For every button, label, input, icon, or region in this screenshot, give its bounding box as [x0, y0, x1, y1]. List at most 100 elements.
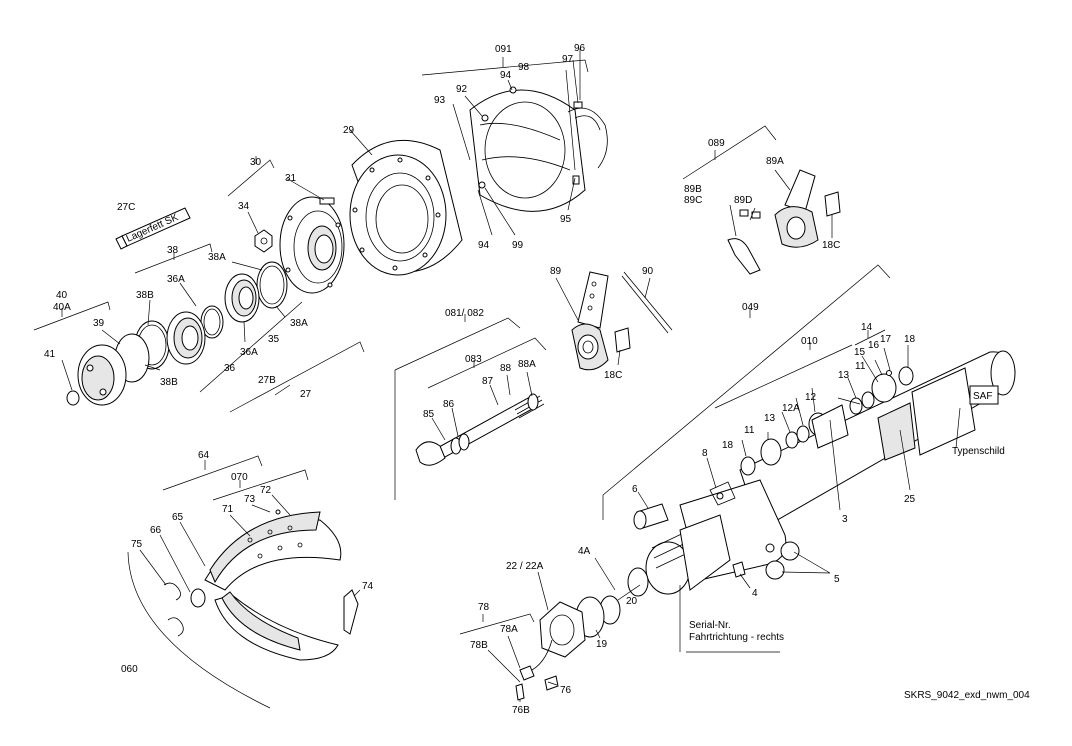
label-89B: 89B — [684, 184, 702, 195]
label-18-left: 18 — [722, 440, 734, 451]
label-96: 96 — [574, 43, 586, 54]
label-74: 74 — [362, 581, 374, 592]
part-drawings — [66, 86, 1016, 701]
label-90: 90 — [642, 266, 654, 277]
document-code: SKRS_9042_exd_nwm_004 — [904, 690, 1030, 701]
label-38B-top: 38B — [136, 290, 154, 301]
label-4: 4 — [752, 588, 758, 599]
label-40A: 40A — [53, 302, 71, 313]
label-18C-bottom: 18C — [604, 370, 622, 381]
label-86: 86 — [443, 399, 455, 410]
label-38A-top: 38A — [208, 252, 226, 263]
label-8: 8 — [702, 448, 708, 459]
label-5: 5 — [834, 574, 840, 585]
label-35: 35 — [268, 334, 280, 345]
label-22-22A: 22 / 22A — [506, 561, 544, 572]
label-94-bottom: 94 — [478, 240, 490, 251]
label-76: 76 — [560, 685, 572, 696]
label-41: 41 — [44, 349, 56, 360]
brake-shoes-060 — [163, 509, 359, 661]
label-40: 40 — [56, 290, 68, 301]
label-25: 25 — [904, 494, 916, 505]
brackets-and-leaders — [33, 48, 961, 709]
label-091: 091 — [495, 44, 512, 55]
label-17: 17 — [880, 334, 892, 345]
label-serial-nr: Serial-Nr. — [689, 620, 731, 631]
label-12: 12 — [805, 392, 817, 403]
plugs-5 — [732, 541, 800, 580]
label-31: 31 — [285, 173, 297, 184]
label-92: 92 — [456, 84, 468, 95]
label-083: 083 — [465, 354, 482, 365]
label-89A: 89A — [766, 156, 784, 167]
label-11-bottom: 11 — [744, 425, 755, 436]
label-29: 29 — [343, 125, 355, 136]
grease-tube-27C — [115, 207, 191, 250]
label-27C-grease: Lagerfett SK — [125, 212, 181, 245]
bearing-assembly-010 — [740, 366, 914, 476]
label-72: 72 — [260, 485, 272, 496]
label-34: 34 — [238, 201, 250, 212]
slack-adjuster-089 — [727, 169, 841, 275]
label-3: 3 — [842, 514, 848, 525]
label-36A-bottom: 36A — [240, 347, 258, 358]
label-27: 27 — [300, 389, 312, 400]
label-78: 78 — [478, 602, 490, 613]
label-30: 30 — [250, 157, 262, 168]
label-39: 39 — [93, 318, 105, 329]
label-99: 99 — [512, 240, 524, 251]
wheel-hub-30 — [279, 196, 345, 294]
label-4A: 4A — [578, 546, 591, 557]
label-27B: 27B — [258, 375, 276, 386]
label-98: 98 — [518, 62, 530, 73]
axle-beam-049 — [739, 350, 1016, 531]
label-049: 049 — [742, 302, 759, 313]
label-93: 93 — [434, 95, 446, 106]
label-060: 060 — [121, 664, 138, 675]
label-95: 95 — [560, 214, 572, 225]
label-13-bottom: 13 — [764, 413, 776, 424]
label-88: 88 — [500, 363, 512, 374]
label-89D: 89D — [734, 195, 752, 206]
label-19: 19 — [596, 639, 608, 650]
label-73: 73 — [244, 494, 256, 505]
slack-adjuster-89 — [571, 271, 673, 371]
label-010: 010 — [801, 336, 818, 347]
label-38A-bottom: 38A — [290, 318, 308, 329]
label-38: 38 — [167, 245, 179, 256]
label-66: 66 — [150, 525, 162, 536]
label-saf: SAF — [973, 391, 992, 402]
hub-cap-40 — [66, 344, 127, 406]
label-65: 65 — [172, 512, 184, 523]
label-89C: 89C — [684, 195, 702, 206]
brake-drum-29 — [349, 139, 463, 276]
label-11-top: 11 — [855, 361, 866, 372]
label-36A-top: 36A — [167, 274, 185, 285]
bearings — [166, 273, 260, 365]
label-71: 71 — [222, 504, 234, 515]
dust-shield-091 — [469, 86, 608, 212]
label-16: 16 — [868, 340, 880, 351]
label-18C-top: 18C — [822, 240, 840, 251]
label-18-right: 18 — [904, 334, 916, 345]
label-89: 89 — [550, 266, 562, 277]
label-13-top: 13 — [838, 370, 850, 381]
label-typenschild: Typenschild — [952, 446, 1005, 457]
label-20: 20 — [626, 596, 638, 607]
label-6: 6 — [632, 484, 638, 495]
label-070: 070 — [231, 472, 248, 483]
label-88A: 88A — [518, 359, 536, 370]
label-15: 15 — [854, 347, 866, 358]
label-94-top: 94 — [500, 70, 512, 81]
label-direction: Fahrtrichtung - rechts — [689, 632, 784, 643]
label-75: 75 — [131, 539, 143, 550]
nut-22 — [539, 601, 586, 658]
seal-rings — [114, 261, 288, 383]
label-36: 36 — [224, 363, 236, 374]
label-14: 14 — [861, 322, 873, 333]
label-27C: 27C — [117, 202, 135, 213]
label-97: 97 — [562, 54, 574, 65]
label-78B: 78B — [470, 640, 488, 651]
label-78A: 78A — [500, 624, 518, 635]
